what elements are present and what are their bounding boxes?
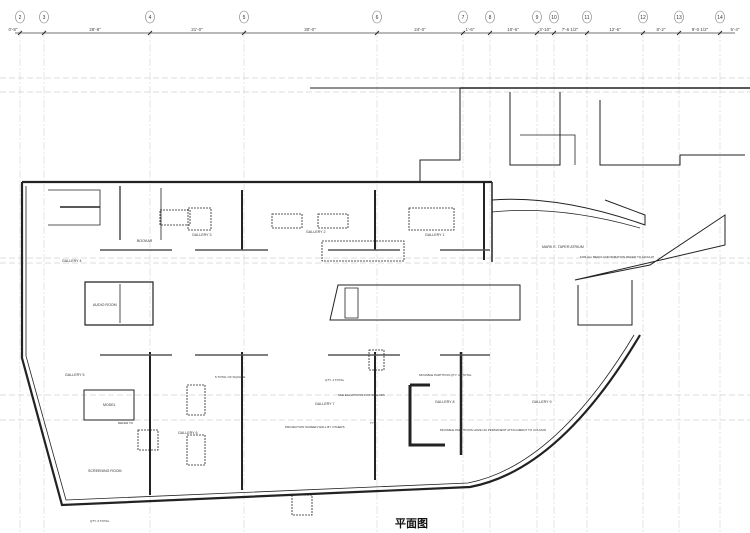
dimension-label: 30'-0"	[304, 27, 316, 32]
dimension-tick	[460, 30, 466, 36]
grid-lines: 2 3 4 5 6 7 8 9 10 11 12 13 14	[15, 10, 725, 533]
dimension-label: 24'-0"	[414, 27, 426, 32]
dimension-tick	[374, 30, 380, 36]
note-bench: FOR ALL BENCH INFORMATION REFER TO A3/A3…	[580, 255, 654, 259]
dimension-tick	[717, 30, 723, 36]
note-projection: PROJECTION SCREEN WALL BY OTHERS	[285, 425, 345, 429]
dimension-tick	[584, 30, 590, 36]
grid-bubble	[582, 10, 592, 24]
dimension-label: 3'-10"	[539, 27, 551, 32]
furniture	[137, 207, 455, 516]
note-qty6: QTY. 6 TOTAL	[90, 519, 110, 523]
note-movable-partition: MOVABLE PARTITION QTY. 14 TOTAL	[419, 373, 472, 377]
dimension-label: 8'-2"	[657, 27, 666, 32]
dimension-tick	[147, 30, 153, 36]
grid-label: 14	[717, 15, 723, 21]
note-partition: MOVABLE PARTITIONS HAVE NO PERMANENT ATT…	[440, 428, 546, 432]
dimension-tick	[640, 30, 646, 36]
grid-label: 11	[584, 15, 589, 21]
grid-label: 13	[676, 15, 682, 21]
grid-bubble	[239, 10, 249, 24]
dimension-label: 10'-6"	[507, 27, 519, 32]
room-label-gallery3: GALLERY 3	[192, 233, 211, 237]
dimension-tick	[487, 30, 493, 36]
dimension-tick	[551, 30, 557, 36]
grid-bubble	[372, 10, 382, 24]
grid-label: 7	[462, 15, 465, 21]
grid-bubble	[549, 10, 559, 24]
room-label-gallery4: GALLERY 4	[62, 259, 81, 263]
note-qty4: QTY. 4 TOTAL	[325, 378, 345, 382]
dimension-label: 12'-6"	[609, 27, 621, 32]
grid-bubble	[674, 10, 684, 24]
walls	[20, 87, 750, 507]
dimension-label: 9'-0 1/2"	[692, 27, 709, 32]
display-walls	[100, 249, 490, 356]
caption: 平面图	[395, 517, 428, 530]
grid-label: 3	[43, 15, 46, 21]
room-label-gallery7: GALLERY 7	[315, 402, 334, 406]
grid-label: 12	[640, 15, 646, 21]
grid-bubble	[715, 10, 725, 24]
grid-bubble	[458, 10, 468, 24]
grid-bubble	[485, 10, 495, 24]
dimension-tick	[17, 30, 23, 36]
dimension-tick	[534, 30, 540, 36]
grid-label: 2	[19, 15, 22, 21]
note-squares: 5 TOTAL OF SQUARE	[215, 375, 245, 379]
grid-label: 8	[489, 15, 492, 21]
grid-bubble	[638, 10, 648, 24]
grid-label: 6	[376, 15, 379, 21]
notes: FOR ALL BENCH INFORMATION REFER TO A3/A3…	[90, 255, 654, 523]
dimension-tick	[41, 30, 47, 36]
room-labels: GALLERY 4 BOOKAR GALLERY 3 GALLERY 2 GAL…	[62, 230, 584, 473]
room-label-gallery8: GALLERY 8	[435, 400, 454, 404]
room-label-gallery9: GALLERY 9	[532, 400, 551, 404]
grid-label: 9	[536, 15, 539, 21]
room-label-gallery6: GALLERY 6	[178, 431, 197, 435]
dimension-tick	[241, 30, 247, 36]
room-label-screening-room: SCREENING ROOM	[88, 469, 122, 473]
note-typ: TYP.	[370, 421, 376, 425]
note-elevations: SEE ELEVATIONS FOR SHELVES	[338, 393, 385, 397]
grid-label: 4	[149, 15, 152, 21]
grid-bubble	[532, 10, 542, 24]
room-label-atrium: MARK E. TAPER ATRIUM	[542, 245, 584, 249]
dimension-label: 5'-4"	[731, 27, 740, 32]
room-label-bookar: BOOKAR	[137, 239, 153, 243]
grid-bubble	[39, 10, 49, 24]
room-label-model: MODEL	[103, 403, 116, 407]
dimension-label: 7'-6 1/2"	[562, 27, 579, 32]
grid-bubble	[145, 10, 155, 24]
room-label-gallery1: GALLERY 1	[425, 233, 444, 237]
room-label-gallery5: GALLERY 5	[65, 373, 84, 377]
dimension-label: 28'-8"	[89, 27, 101, 32]
grid-label: 10	[551, 15, 557, 21]
grid-bubble	[15, 10, 25, 24]
dimension-tick	[676, 30, 682, 36]
grid-label: 5	[243, 15, 246, 21]
dimension-label: 1'-6"	[466, 27, 475, 32]
dimension-label: 0'-8"	[9, 27, 18, 32]
dimension-label: 21'-0"	[191, 27, 203, 32]
dimension-line: 0'-8" 28'-8" 21'-0" 30'-0" 24'-0" 1'-6" 10'-6"…	[9, 27, 740, 36]
room-label-audio-room: AUDIO ROOM	[93, 303, 117, 307]
room-label-gallery2: GALLERY 2	[306, 230, 325, 234]
note-refer: REFER TO	[118, 421, 134, 425]
